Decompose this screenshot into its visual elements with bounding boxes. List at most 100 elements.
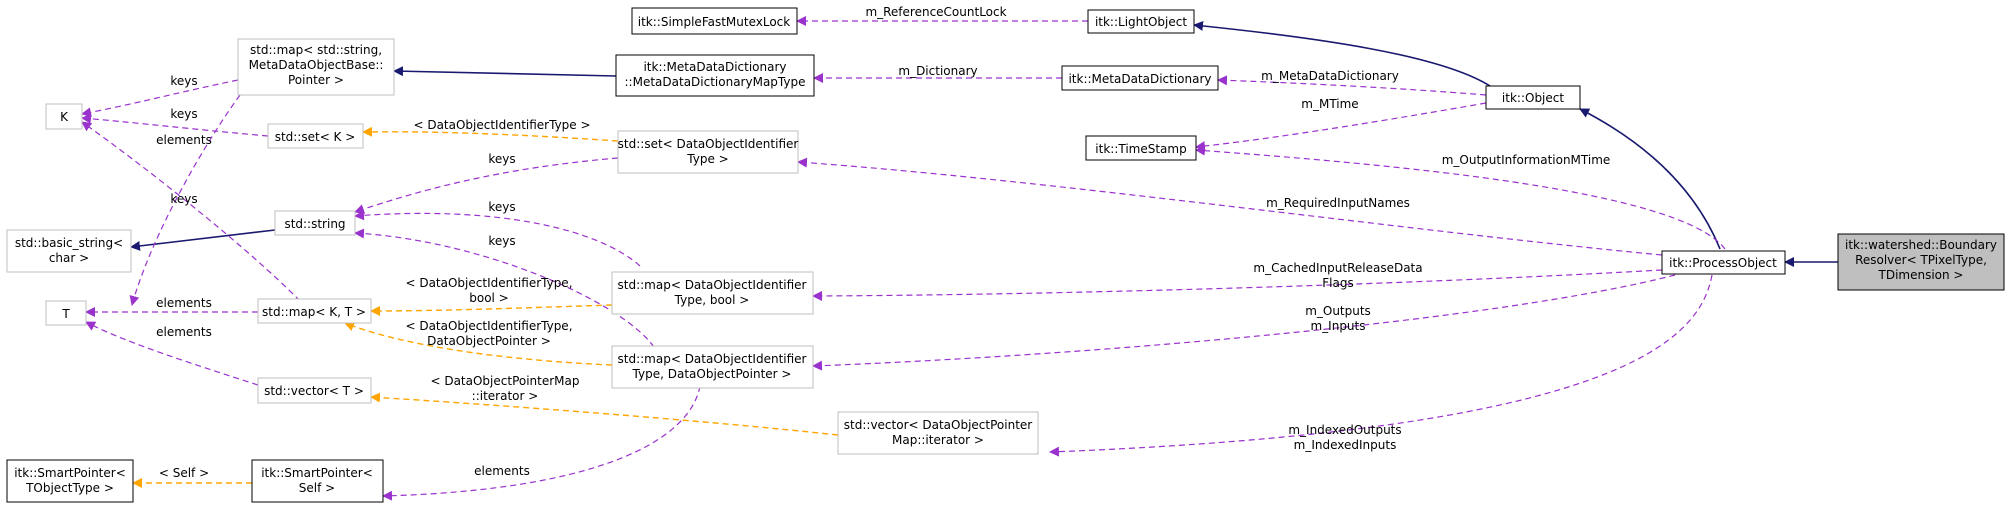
text-line: Type, DataObjectPointer > — [632, 367, 792, 381]
node-std-basic-string[interactable]: std::basic_string<char > — [6, 229, 132, 273]
edge-label-doid-type-tmpl: < DataObjectIdentifierType > — [413, 118, 590, 132]
edge-stdmap-t — [129, 94, 241, 306]
text-line: std::map< K, T > — [262, 305, 366, 319]
text-line: elements — [474, 464, 530, 478]
node-smart-pointer-self[interactable]: itk::SmartPointer<Self > — [251, 459, 384, 503]
text-line: std::vector< DataObjectPointer — [844, 418, 1033, 432]
edge-label-keys-map-pointer: keys — [488, 234, 515, 248]
text-line: TObjectType > — [25, 481, 114, 495]
node-smart-pointer-tobject[interactable]: itk::SmartPointer<TObjectType > — [6, 459, 134, 503]
text-line: keys — [488, 152, 515, 166]
text-line: m_Outputs — [1305, 304, 1371, 318]
node-simple-fast-mutex-lock[interactable]: itk::SimpleFastMutexLock — [631, 7, 798, 35]
node-std-string-label: std::string — [284, 217, 345, 231]
edge-label-elements-map-t: elements — [156, 133, 212, 147]
node-smart-pointer-self-label: itk::SmartPointer<Self > — [261, 466, 373, 495]
node-std-map-string-metadata-label: std::map< std::string,MetaDataObjectBase… — [249, 43, 384, 87]
text-line: m_Inputs — [1310, 319, 1365, 333]
text-line: itk::watershed::Boundary — [1845, 238, 1997, 252]
node-std-map-k-t[interactable]: std::map< K, T > — [257, 298, 372, 324]
edge-label-keys-set-doid: keys — [488, 152, 515, 166]
node-k-label: K — [60, 110, 69, 124]
edge-label-keys-map-k: keys — [170, 74, 197, 88]
node-std-string[interactable]: std::string — [274, 210, 356, 236]
text-line: ::iterator > — [472, 389, 539, 403]
edge-vectoriter-vectort — [370, 392, 839, 436]
node-std-set-k-label: std::set< K > — [275, 130, 356, 144]
node-light-object-label: itk::LightObject — [1095, 15, 1187, 29]
edge-object-timestamp — [1195, 102, 1487, 152]
text-line: m_ReferenceCountLock — [865, 5, 1006, 19]
text-line: MetaDataObjectBase:: — [249, 58, 384, 72]
edge-processobject-vectoriter — [1049, 274, 1713, 457]
edge-label-elements-smart-self: elements — [474, 464, 530, 478]
node-std-map-string-metadata[interactable]: std::map< std::string,MetaDataObjectBase… — [237, 38, 395, 96]
text-line: < DataObjectPointerMap — [430, 374, 579, 388]
text-line: elements — [156, 296, 212, 310]
edge-processobject-setdoid — [797, 157, 1663, 256]
text-line: m_OutputInformationMTime — [1442, 153, 1611, 167]
node-time-stamp[interactable]: itk::TimeStamp — [1085, 135, 1197, 161]
text-line: m_RequiredInputNames — [1266, 196, 1410, 210]
edge-label-doid-bool-tmpl: < DataObjectIdentifierType,bool > — [405, 276, 572, 305]
edge-processobject-timestamp — [1195, 145, 1726, 250]
text-line: std::vector< T > — [264, 384, 364, 398]
text-line: Map::iterator > — [892, 433, 984, 447]
edge-label-keys-set-k: keys — [170, 107, 197, 121]
text-line: keys — [170, 74, 197, 88]
node-process-object[interactable]: itk::ProcessObject — [1661, 250, 1786, 275]
edge-label-elements-vector-t: elements — [156, 325, 212, 339]
node-std-vector-t-label: std::vector< T > — [264, 384, 364, 398]
node-time-stamp-label: itk::TimeStamp — [1095, 142, 1186, 156]
text-line: K — [60, 110, 69, 124]
node-std-set-k[interactable]: std::set< K > — [267, 123, 364, 149]
edge-label-doid-pointer-tmpl: < DataObjectIdentifierType,DataObjectPoi… — [405, 319, 572, 348]
edge-label-output-information-mtime: m_OutputInformationMTime — [1442, 153, 1611, 167]
text-line: m_MTime — [1301, 97, 1358, 111]
node-t[interactable]: T — [45, 300, 87, 326]
text-line: T — [61, 307, 70, 321]
edge-mapbool-string — [354, 210, 641, 267]
node-meta-data-dictionary-map-type-label: itk::MetaDataDictionary::MetaDataDiction… — [625, 60, 806, 89]
edge-label-required-input-names: m_RequiredInputNames — [1266, 196, 1410, 210]
edge-setdoid-string — [354, 157, 619, 214]
text-line: < DataObjectIdentifierType, — [405, 276, 572, 290]
text-line: < DataObjectIdentifierType > — [413, 118, 590, 132]
edge-label-self-tmpl: < Self > — [159, 466, 209, 480]
text-line: char > — [49, 251, 89, 265]
text-line: itk::MetaDataDictionary — [643, 60, 786, 74]
text-line: Resolver< TPixelType, — [1855, 253, 1987, 267]
edge-label-mtime: m_MTime — [1301, 97, 1358, 111]
text-line: m_MetaDataDictionary — [1261, 69, 1399, 83]
edge-label-keys-map-kt: keys — [170, 192, 197, 206]
text-line: Self > — [299, 481, 335, 495]
text-line: itk::MetaDataDictionary — [1068, 72, 1211, 86]
node-light-object[interactable]: itk::LightObject — [1087, 9, 1195, 34]
node-simple-fast-mutex-lock-label: itk::SimpleFastMutexLock — [638, 15, 791, 29]
node-meta-data-dictionary[interactable]: itk::MetaDataDictionary — [1061, 65, 1219, 91]
text-line: DataObjectPointer > — [427, 334, 551, 348]
text-line: Pointer > — [288, 73, 344, 87]
text-line: std::set< K > — [275, 130, 356, 144]
text-line: keys — [488, 234, 515, 248]
edge-label-reference-count-lock: m_ReferenceCountLock — [865, 5, 1006, 19]
edge-label-meta-data-dictionary: m_MetaDataDictionary — [1261, 69, 1399, 83]
edge-mapkt-k — [81, 121, 301, 302]
node-meta-data-dictionary-map-type[interactable]: itk::MetaDataDictionary::MetaDataDiction… — [615, 54, 815, 97]
node-process-object-label: itk::ProcessObject — [1669, 256, 1777, 270]
node-k[interactable]: K — [45, 103, 83, 130]
node-std-vector-t[interactable]: std::vector< T > — [257, 377, 372, 404]
node-object[interactable]: itk::Object — [1485, 85, 1581, 110]
edge-stdmap-k — [81, 79, 239, 118]
text-line: std::map< std::string, — [250, 43, 382, 57]
